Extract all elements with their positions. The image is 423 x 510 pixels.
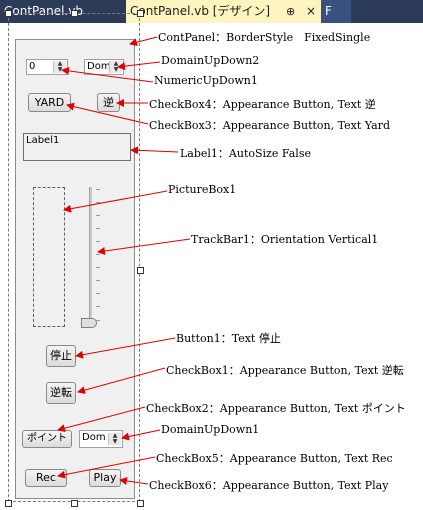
checkbox1-reverse-rotation-button[interactable]: 逆転 — [46, 382, 76, 404]
trackbar-tick — [96, 306, 100, 307]
trackbar-tick — [96, 189, 100, 190]
annotation-domainupdown2: DomainUpDown2 — [161, 54, 260, 67]
arrow-picturebox1 — [63, 190, 168, 213]
arrow-domainupdown1 — [121, 429, 161, 441]
tab-designer-label: ContPanel.vb [デザイン] — [130, 4, 271, 18]
annotation-trackbar1: TrackBar1：Orientation Vertical1 — [191, 233, 379, 246]
domain1-value: Dom — [82, 432, 106, 443]
annotation-picturebox1: PictureBox1 — [168, 183, 237, 196]
spin-arrows-icon[interactable]: ▲▼ — [108, 433, 121, 445]
resize-handle-bottom-left[interactable] — [5, 500, 12, 507]
annotation-checkbox4: CheckBox4：Appearance Button, Text 逆 — [149, 98, 376, 111]
annotation-checkbox2: CheckBox2：Appearance Button, Text ポイント — [146, 402, 406, 415]
checkbox3-yard-button[interactable]: YARD — [28, 93, 71, 112]
arrow-checkbox6 — [119, 477, 149, 485]
label1: Label1 — [23, 133, 131, 161]
annotation-numericupdown1: NumericUpDown1 — [154, 74, 258, 87]
annotation-domainupdown1: DomainUpDown1 — [161, 423, 260, 436]
tab-contpanel-code[interactable]: ContPanel.vb — [4, 4, 83, 18]
pin-icon[interactable]: ⊕ — [286, 5, 296, 18]
arrow-checkbox1 — [77, 367, 166, 394]
arrow-button1 — [75, 337, 176, 359]
resize-handle-top-left[interactable] — [5, 10, 12, 17]
trackbar-thumb[interactable] — [81, 318, 97, 328]
annotation-contpanel: ContPanel：BorderStyle FixedSingle — [158, 31, 371, 44]
annotation-checkbox1: CheckBox1：Appearance Button, Text 逆転 — [166, 364, 404, 377]
numeric-value: 0 — [29, 61, 36, 72]
annotation-button1: Button1：Text 停止 — [176, 332, 281, 345]
annotation-checkbox3: CheckBox3：Appearance Button, Text Yard — [149, 119, 390, 132]
tab-contpanel-designer[interactable]: ContPanel.vb [デザイン] ⊕ × — [126, 0, 321, 23]
document-tab-bar: ContPanel.vb ContPanel.vb [デザイン] ⊕ × F — [0, 0, 423, 23]
checkbox6-play-button[interactable]: Play — [89, 469, 121, 487]
numeric-updown-1[interactable]: 0 ▲▼ — [26, 59, 68, 75]
resize-handle-bottom-right[interactable] — [137, 500, 144, 507]
arrow-checkbox2 — [57, 406, 146, 433]
domain-updown-1[interactable]: Dom ▲▼ — [79, 430, 123, 448]
domain2-value: Dom — [87, 61, 111, 72]
arrow-numericupdown1 — [61, 66, 154, 83]
arrow-trackbar1 — [97, 238, 191, 255]
annotation-checkbox5: CheckBox5：Appearance Button, Text Rec — [156, 452, 393, 465]
trackbar-tick — [96, 280, 100, 281]
annotation-label1: Label1：AutoSize False — [180, 147, 311, 160]
resize-handle-right[interactable] — [137, 267, 144, 274]
trackbar-tick — [96, 241, 100, 242]
trackbar-1[interactable] — [89, 187, 92, 324]
annotation-checkbox6: CheckBox6：Appearance Button, Text Play — [149, 479, 389, 492]
picture-box-1[interactable] — [33, 187, 65, 327]
arrow-label1 — [130, 146, 179, 155]
trackbar-tick — [96, 293, 100, 294]
resize-handle-top-right[interactable] — [137, 10, 144, 17]
close-icon[interactable]: × — [306, 4, 317, 18]
resize-handle-bottom[interactable] — [71, 500, 78, 507]
trackbar-tick — [96, 228, 100, 229]
trackbar-tick — [96, 202, 100, 203]
arrow-checkbox5 — [57, 456, 156, 479]
checkbox5-rec-button[interactable]: Rec — [25, 469, 67, 487]
trackbar-tick — [96, 320, 100, 321]
trackbar-tick — [96, 215, 100, 216]
cont-panel[interactable] — [15, 39, 135, 499]
resize-handle-top[interactable] — [71, 10, 78, 17]
arrow-domainupdown2 — [117, 61, 161, 71]
tab-overflow[interactable]: F — [321, 0, 351, 23]
arrow-contpanel — [129, 36, 158, 47]
checkbox2-point-button[interactable]: ポイント — [22, 430, 72, 448]
arrow-checkbox3 — [66, 102, 149, 125]
trackbar-tick — [96, 267, 100, 268]
